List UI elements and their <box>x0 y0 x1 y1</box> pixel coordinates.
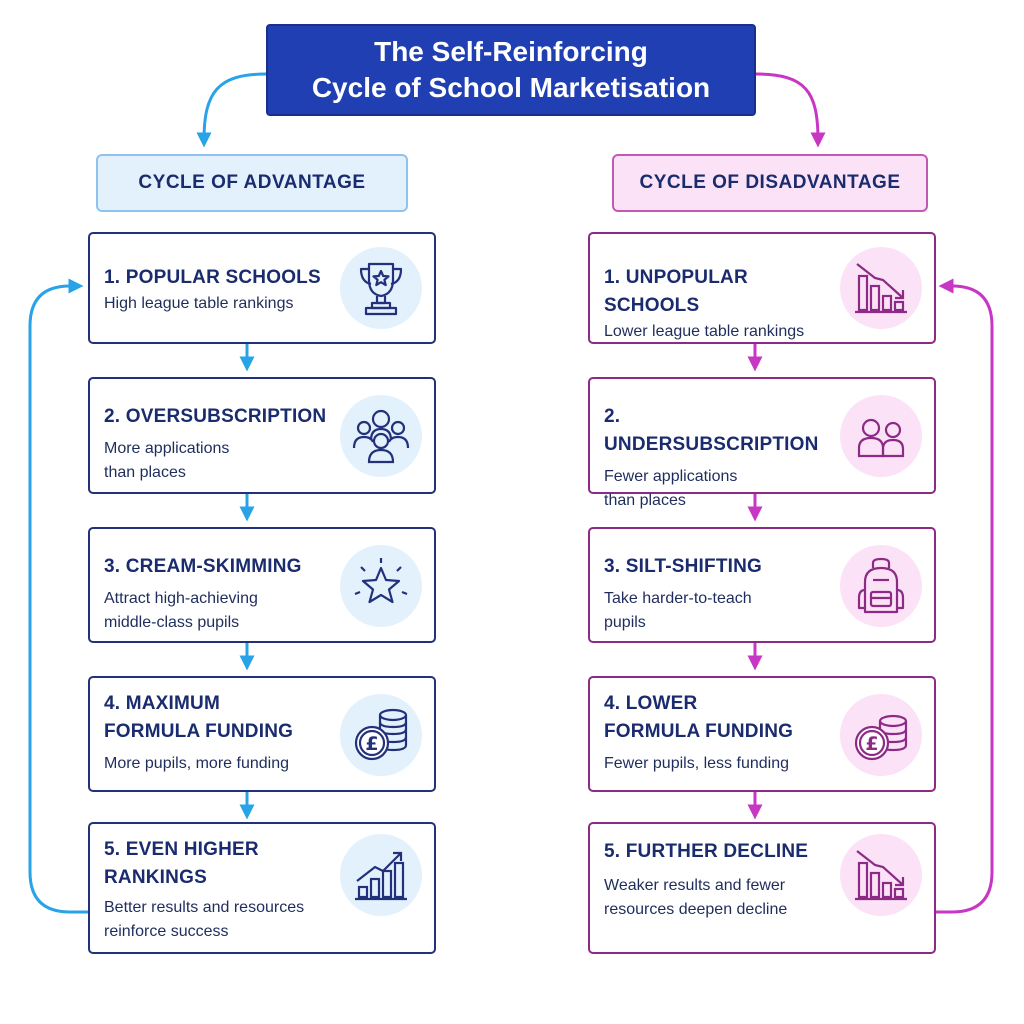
icon-circle <box>340 545 422 627</box>
icon-circle <box>840 395 922 477</box>
svg-text:£: £ <box>365 733 378 755</box>
card-title: 4. LOWER <box>604 693 698 714</box>
backpack-icon <box>857 557 905 614</box>
card-description: Better results and resources <box>104 899 305 916</box>
card-description: Attract high-achieving <box>104 590 258 607</box>
card-description: Weaker results and fewer <box>604 877 786 894</box>
disadvantage-card-2: 2. UNDERSUBSCRIPTION Fewer applications … <box>588 377 936 509</box>
card-title: 3. SILT-SHIFTING <box>604 556 763 577</box>
advantage-card-2: 2. OVERSUBSCRIPTION More applications th… <box>88 377 436 494</box>
card-title: 3. CREAM-SKIMMING <box>104 556 302 577</box>
card-description: Fewer pupils, less funding <box>604 755 789 772</box>
icon-circle <box>340 395 422 477</box>
pound-coins-icon: £ <box>854 714 908 761</box>
card-title: 1. POPULAR SCHOOLS <box>104 267 321 288</box>
arrow-title-to-advantage <box>196 72 267 148</box>
icon-circle <box>340 247 422 329</box>
card-title: 1. UNPOPULAR SCHOOLS <box>604 267 748 316</box>
pound-coins-icon: £ <box>354 708 408 761</box>
icon-circle <box>840 247 922 329</box>
two-people-icon <box>857 418 905 458</box>
card-description: Lower league table rankings <box>604 323 805 340</box>
diagram-title: The Self-Reinforcing Cycle of School Mar… <box>266 24 756 116</box>
icon-circle: £ <box>840 694 922 776</box>
declining-chart-icon <box>855 850 907 901</box>
card-title: FORMULA FUNDING <box>604 721 794 742</box>
star-icon <box>354 558 408 604</box>
disadvantage-header: CYCLE OF DISADVANTAGE <box>612 154 928 212</box>
disadvantage-card-5: 5. FURTHER DECLINE Weaker results and fe… <box>588 822 936 954</box>
card-title: FORMULA FUNDING <box>104 721 294 742</box>
card-title: 5. EVEN HIGHER <box>104 839 259 860</box>
card-title: RANKINGS <box>104 867 207 888</box>
icon-circle <box>840 545 922 627</box>
card-description: More pupils, more funding <box>104 755 289 772</box>
trophy-icon <box>359 262 403 316</box>
card-title: 4. MAXIMUM <box>104 693 220 714</box>
card-description: High league table rankings <box>104 295 294 312</box>
card-description: middle-class pupils <box>104 614 240 631</box>
declining-chart-icon <box>855 263 907 314</box>
card-description: Fewer applications <box>604 468 738 485</box>
advantage-card-3: 3. CREAM-SKIMMING Attract high-achieving… <box>88 527 436 643</box>
icon-circle: £ <box>340 694 422 776</box>
advantage-header: CYCLE OF ADVANTAGE <box>96 154 408 212</box>
card-title: 5. FURTHER DECLINE <box>604 841 809 862</box>
disadvantage-card-1: 1. UNPOPULAR SCHOOLS Lower league table … <box>588 232 936 344</box>
advantage-card-5: 5. EVEN HIGHER RANKINGS Better results a… <box>88 822 436 954</box>
card-description: than places <box>104 464 186 481</box>
title-line-1: The Self-Reinforcing <box>374 36 648 67</box>
icon-circle <box>840 834 922 916</box>
advantage-card-4: 4. MAXIMUM FORMULA FUNDING More pupils, … <box>88 676 436 792</box>
card-description: More applications <box>104 440 230 457</box>
arrow-title-to-disadvantage <box>755 72 826 148</box>
advantage-card-1: 1. POPULAR SCHOOLS High league table ran… <box>88 232 436 344</box>
arrow-dis-loop <box>936 278 994 914</box>
rising-chart-icon <box>355 851 407 901</box>
card-description: pupils <box>604 614 646 631</box>
card-description: than places <box>604 492 686 509</box>
disadvantage-card-3: 3. SILT-SHIFTING Take harder-to-teach pu… <box>588 527 936 643</box>
card-title: 2. OVERSUBSCRIPTION <box>104 406 327 427</box>
card-description: resources deepen decline <box>604 901 788 918</box>
card-title: 2. UNDERSUBSCRIPTION <box>604 406 819 455</box>
disadvantage-card-4: 4. LOWER FORMULA FUNDING Fewer pupils, l… <box>588 676 936 792</box>
icon-circle <box>340 834 422 916</box>
card-description: reinforce success <box>104 923 229 940</box>
title-line-2: Cycle of School Marketisation <box>311 72 711 103</box>
arrow-adv-loop <box>28 278 88 914</box>
svg-text:£: £ <box>865 733 878 755</box>
card-description: Take harder-to-teach <box>604 590 752 607</box>
crowd-icon <box>352 409 410 464</box>
